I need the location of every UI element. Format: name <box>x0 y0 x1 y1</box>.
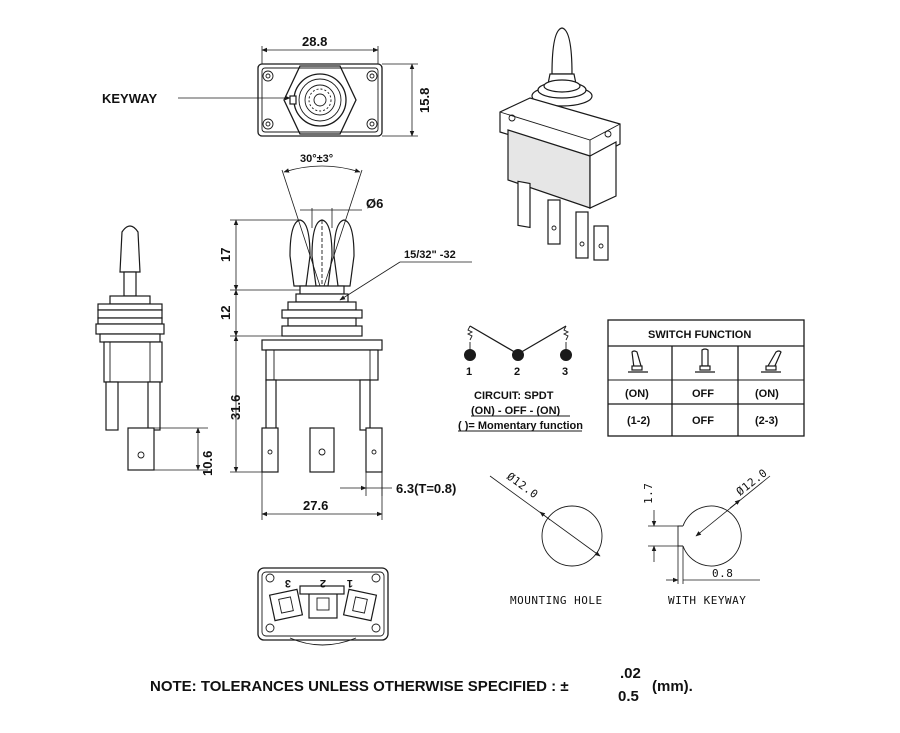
keyway-hole-dia: Ø12.0 <box>734 466 770 498</box>
tolerance-lower: 0.5 <box>618 688 639 705</box>
function-row1-center: OFF <box>692 388 714 400</box>
keyway-hole-detail <box>648 475 771 584</box>
center-side-view <box>230 165 472 520</box>
body-height-dim: 31.6 <box>228 395 243 420</box>
top-view <box>178 46 418 137</box>
isometric-view <box>499 27 621 261</box>
mounting-hole-dia: Ø12.0 <box>504 470 540 501</box>
circuit-legend: ( )= Momentary function <box>458 420 583 432</box>
keyway-height-dim: 1.7 <box>642 483 655 504</box>
lever-left-icon <box>628 350 648 373</box>
bottom-view <box>257 567 389 646</box>
keyway-hole-label: WITH KEYWAY <box>668 594 746 607</box>
switch-function-table <box>607 319 805 437</box>
circuit-type: CIRCUIT: SPDT <box>474 390 554 402</box>
lever-right-icon <box>761 350 782 373</box>
tolerance-unit: (mm). <box>652 678 693 695</box>
left-side-view <box>95 225 208 471</box>
bottom-terminal-1: 1 <box>347 577 353 589</box>
terminal-length-dim: 10.6 <box>200 451 215 476</box>
lever-height-dim: 17 <box>218 248 233 262</box>
function-row1-left: (ON) <box>625 388 649 400</box>
function-row2-right: (2-3) <box>755 415 779 427</box>
circuit-diagram <box>464 325 572 361</box>
bottom-terminal-2: 2 <box>320 577 326 589</box>
thread-spec: 15/32" -32 <box>404 249 456 261</box>
bushing-height-dim: 12 <box>218 306 233 320</box>
top-height-dim: 15.8 <box>417 88 432 113</box>
tolerance-note: NOTE: TOLERANCES UNLESS OTHERWISE SPECIF… <box>150 678 569 695</box>
top-width-dim: 28.8 <box>302 34 327 49</box>
circuit-positions: (ON) - OFF - (ON) <box>471 405 561 417</box>
keyway-depth-dim: 0.8 <box>712 567 733 580</box>
lever-center-icon <box>695 348 715 373</box>
circuit-terminal-3: 3 <box>562 366 568 378</box>
circuit-terminal-2: 2 <box>514 366 520 378</box>
terminal-width-dim: 6.3(T=0.8) <box>396 481 456 496</box>
function-row2-left: (1-2) <box>627 415 651 427</box>
function-row1-right: (ON) <box>755 388 779 400</box>
body-width-dim: 27.6 <box>303 498 328 513</box>
mounting-hole-label: MOUNTING HOLE <box>510 594 603 607</box>
circuit-terminal-1: 1 <box>466 366 472 378</box>
mounting-hole-detail <box>489 475 603 567</box>
switch-function-title: SWITCH FUNCTION <box>648 329 751 341</box>
bottom-terminal-3: 3 <box>285 577 291 589</box>
lever-diameter-dim: Ø6 <box>366 196 383 211</box>
function-row2-center: OFF <box>692 415 714 427</box>
angle-dim: 30°±3° <box>300 153 333 165</box>
tolerance-upper: .02 <box>620 665 641 682</box>
keyway-label: KEYWAY <box>102 91 157 106</box>
